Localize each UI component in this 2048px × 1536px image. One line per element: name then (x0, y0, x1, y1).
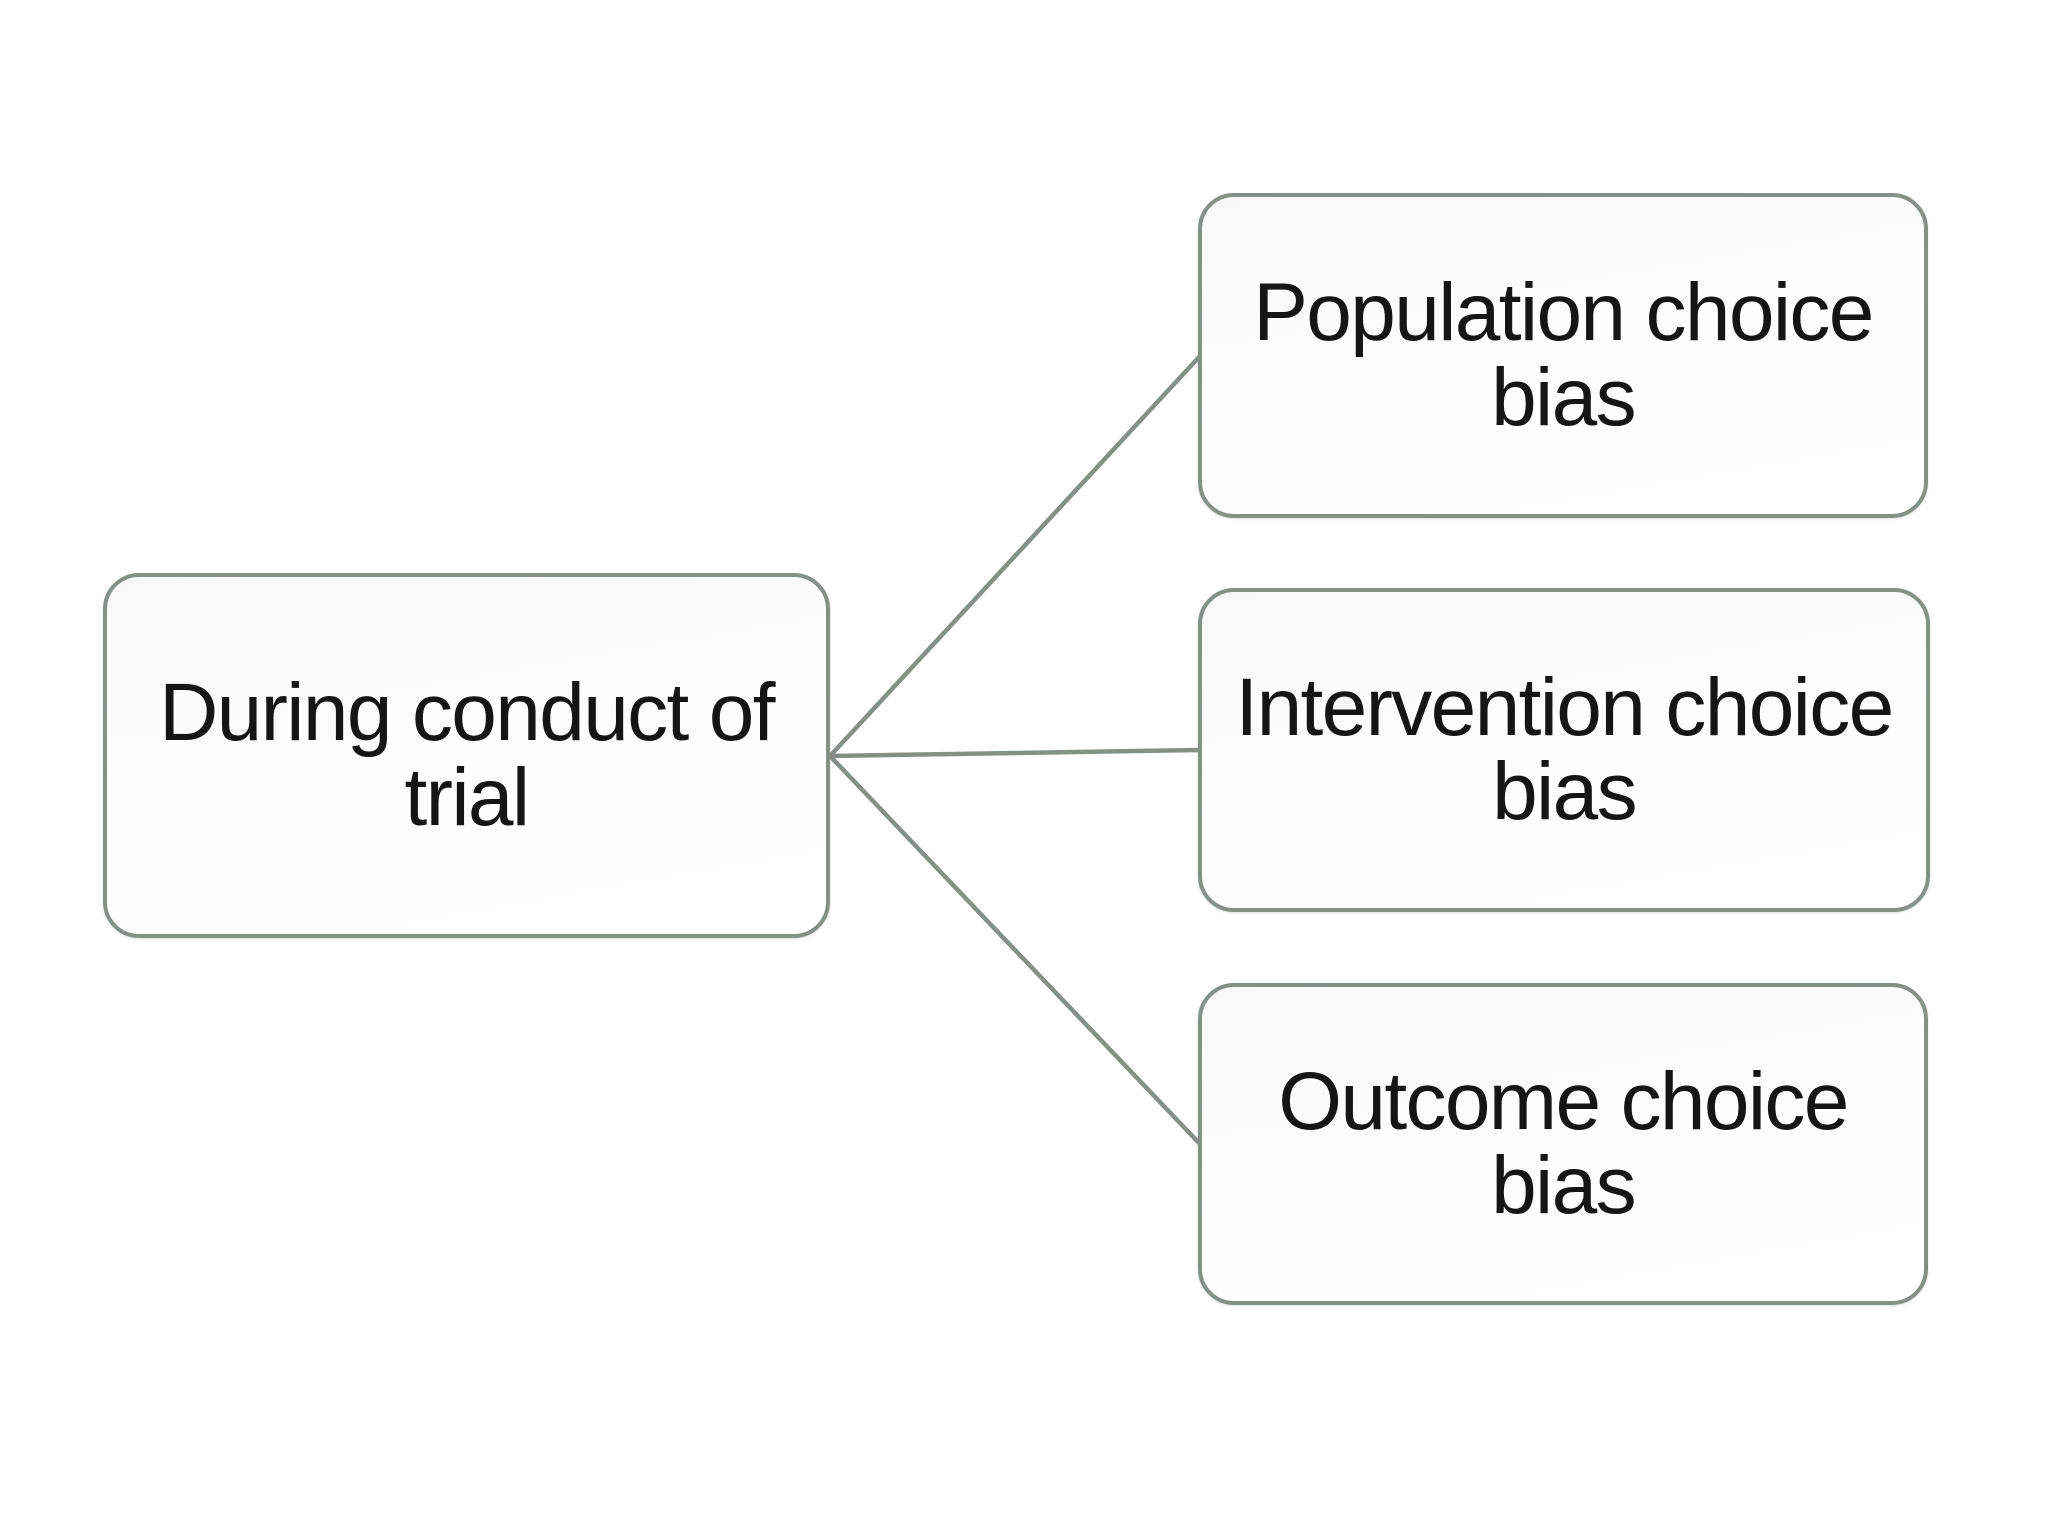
connector-root-to-population (828, 354, 1202, 758)
node-intervention-choice-bias: Intervention choice bias (1198, 588, 1930, 912)
node-population-choice-bias: Population choice bias (1198, 193, 1928, 518)
node-label-line: bias (1492, 746, 1638, 837)
connector-root-to-outcome (828, 754, 1202, 1146)
node-label-line: Population choice (1253, 267, 1874, 359)
node-during-conduct-of-trial: During conduct of trial (103, 573, 830, 938)
node-label-line: bias (1491, 351, 1637, 443)
node-label-line: Outcome choice (1278, 1055, 1849, 1147)
node-label-line: trial (404, 751, 531, 843)
node-label-line: bias (1491, 1140, 1637, 1231)
node-outcome-choice-bias: Outcome choice bias (1198, 983, 1928, 1305)
node-label-line: Intervention choice (1235, 661, 1894, 753)
connector-root-to-intervention (829, 747, 1201, 759)
node-label-line: During conduct of (159, 667, 775, 759)
